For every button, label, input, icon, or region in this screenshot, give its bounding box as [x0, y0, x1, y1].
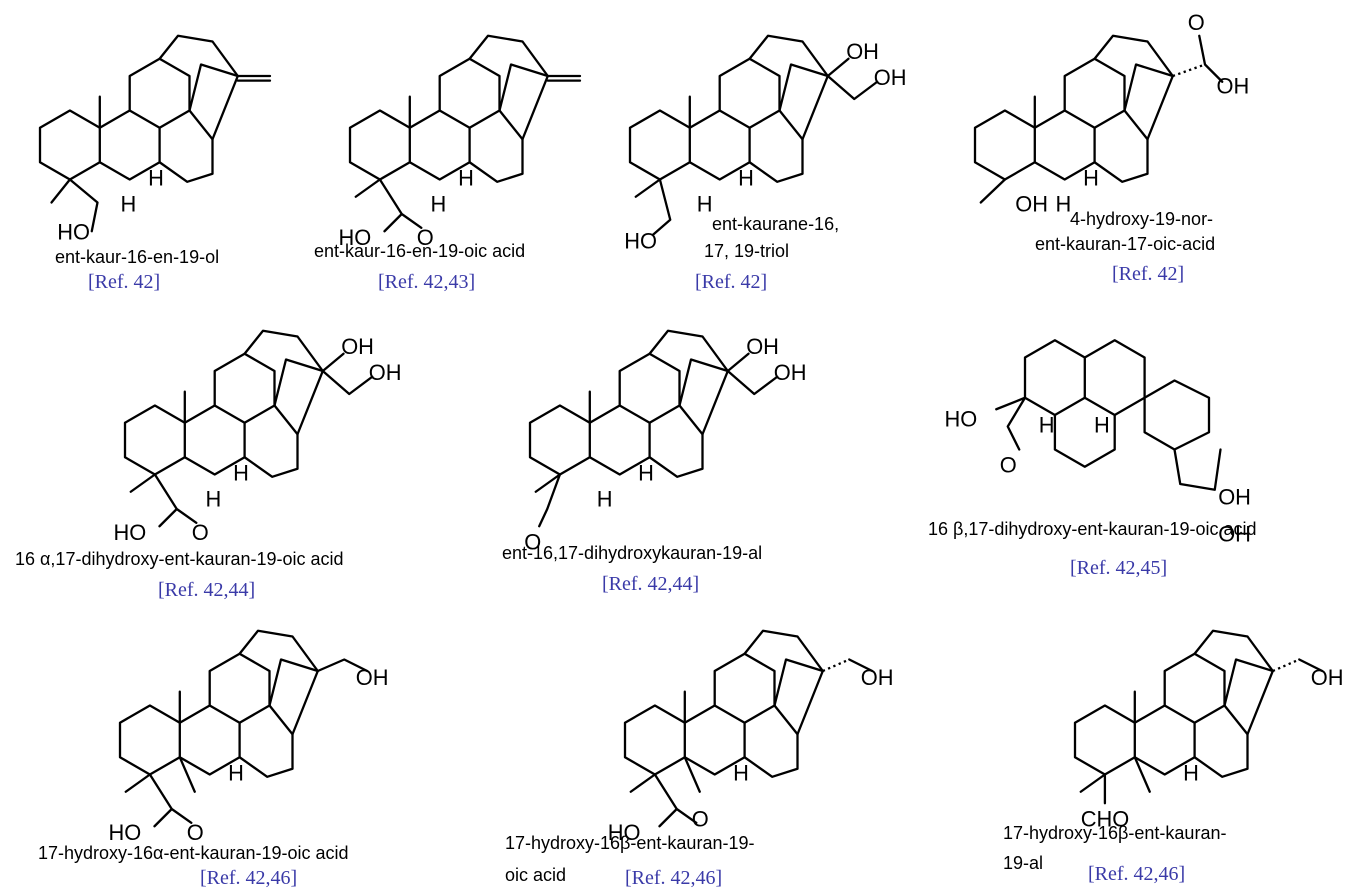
- ref-ent-kaur-16-en-19-oic-acid: [Ref. 42,43]: [378, 271, 476, 293]
- svg-text:OH: OH: [341, 334, 374, 359]
- svg-text:HO: HO: [57, 219, 90, 244]
- caption-17-hydroxy-16b-al-line2: 19-al: [1003, 853, 1044, 873]
- svg-text:H: H: [206, 487, 222, 512]
- svg-text:O: O: [1188, 10, 1205, 35]
- structure-17-hydroxy-16a-ent-kauran-19-oic-acid: H OH HO O: [109, 629, 389, 845]
- svg-text:O: O: [187, 820, 204, 845]
- svg-text:H: H: [1056, 192, 1072, 217]
- ref-17-hydroxy-16a-acid: [Ref. 42,46]: [200, 867, 298, 889]
- ref-ent-16-17-dihydroxykauran-19-al: [Ref. 42,44]: [602, 573, 700, 595]
- svg-text:HO: HO: [109, 820, 142, 845]
- svg-text:O: O: [524, 529, 541, 554]
- svg-text:H: H: [1094, 412, 1110, 437]
- ref-17-hydroxy-16b-al: [Ref. 42,46]: [1088, 863, 1186, 885]
- svg-text:OH: OH: [1217, 73, 1250, 98]
- svg-text:OH: OH: [874, 65, 907, 90]
- svg-text:OH: OH: [846, 39, 879, 64]
- svg-text:OH: OH: [746, 334, 779, 359]
- svg-text:OH: OH: [369, 360, 402, 385]
- svg-text:O: O: [692, 806, 709, 831]
- caption-16a-17-dihydroxy: 16 α,17-dihydroxy-ent-kauran-19-oic acid: [15, 549, 344, 569]
- svg-text:HO: HO: [114, 520, 147, 545]
- structure-ent-kaur-16-en-19-ol: HH HO: [38, 34, 272, 244]
- svg-text:OH: OH: [356, 665, 389, 690]
- svg-text:H: H: [458, 165, 474, 190]
- svg-text:H: H: [738, 165, 754, 190]
- svg-text:H: H: [638, 460, 654, 485]
- ref-ent-kaur-16-en-19-ol: [Ref. 42]: [88, 271, 161, 293]
- svg-text:H: H: [1039, 412, 1055, 437]
- caption-17-hydroxy-16a-acid: 17-hydroxy-16α-ent-kauran-19-oic acid: [38, 843, 349, 863]
- svg-text:HO: HO: [945, 407, 978, 432]
- caption-4-hydroxy-19-nor-line2: ent-kauran-17-oic-acid: [1035, 234, 1216, 254]
- structure-17-hydroxy-16b-ent-kauran-19-oic-acid: H OH HO O: [608, 629, 894, 845]
- svg-text:H: H: [597, 487, 613, 512]
- caption-ent-kaur-16-en-19-ol: ent-kaur-16-en-19-ol: [55, 247, 220, 267]
- svg-text:HO: HO: [624, 229, 657, 254]
- svg-text:H: H: [148, 165, 164, 190]
- svg-text:OH: OH: [1311, 665, 1344, 690]
- svg-text:H: H: [228, 760, 244, 785]
- caption-17-hydroxy-16b-acid-line1: 17-hydroxy-16β-ent-kauran-19-: [505, 833, 755, 853]
- caption-16b-17-dihydroxy: 16 β,17-dihydroxy-ent-kauran-19-oic acid: [928, 519, 1257, 539]
- ref-16b-17-dihydroxy: [Ref. 42,45]: [1070, 557, 1168, 579]
- svg-text:HO: HO: [339, 225, 372, 250]
- svg-text:OH: OH: [774, 360, 807, 385]
- ref-16a-17-dihydroxy: [Ref. 42,44]: [158, 579, 256, 601]
- svg-text:H: H: [733, 760, 749, 785]
- caption-17-hydroxy-16b-acid-line2: oic acid: [505, 865, 567, 885]
- svg-text:OH: OH: [1218, 522, 1251, 547]
- svg-text:O: O: [417, 225, 434, 250]
- svg-text:H: H: [697, 192, 713, 217]
- svg-text:O: O: [1000, 453, 1017, 478]
- structure-17-hydroxy-16b-ent-kauran-19-al: H OH CHO: [1073, 629, 1344, 831]
- svg-text:OH: OH: [1015, 192, 1048, 217]
- structure-4-hydroxy-19-nor-ent-kauran-17-oic-acid: HH O OH OH: [973, 10, 1250, 217]
- svg-text:H: H: [233, 460, 249, 485]
- caption-ent-kaurane-16-17-19-triol-line2: 17, 19-triol: [704, 241, 790, 261]
- ref-17-hydroxy-16b-acid: [Ref. 42,46]: [625, 867, 723, 889]
- svg-text:OH: OH: [1218, 485, 1251, 510]
- svg-text:CHO: CHO: [1081, 806, 1130, 831]
- caption-4-hydroxy-19-nor-line1: 4-hydroxy-19-nor-: [1070, 209, 1214, 229]
- ref-4-hydroxy-19-nor: [Ref. 42]: [1112, 263, 1185, 285]
- caption-ent-kaur-16-en-19-oic-acid: ent-kaur-16-en-19-oic acid: [314, 241, 526, 261]
- structure-16b-17-dihydroxy-ent-kauran-19-oic-acid: HO O H H OH OH: [945, 339, 1251, 547]
- caption-17-hydroxy-16b-al-line1: 17-hydroxy-16β-ent-kauran-: [1003, 823, 1227, 843]
- ref-ent-kaurane-16-17-19-triol: [Ref. 42]: [695, 271, 768, 293]
- svg-text:O: O: [192, 520, 209, 545]
- caption-ent-16-17-dihydroxykauran-19-al: ent-16,17-dihydroxykauran-19-al: [502, 543, 763, 563]
- caption-ent-kaurane-16-17-19-triol-line1: ent-kaurane-16,: [712, 214, 840, 234]
- svg-text:H: H: [1183, 760, 1199, 785]
- svg-text:H: H: [121, 192, 137, 217]
- svg-text:OH: OH: [861, 665, 894, 690]
- svg-text:H: H: [1083, 165, 1099, 190]
- svg-text:H: H: [431, 192, 447, 217]
- svg-text:HO: HO: [608, 820, 641, 845]
- structure-ent-kaur-16-en-19-oic-acid: HH HO O: [339, 34, 582, 250]
